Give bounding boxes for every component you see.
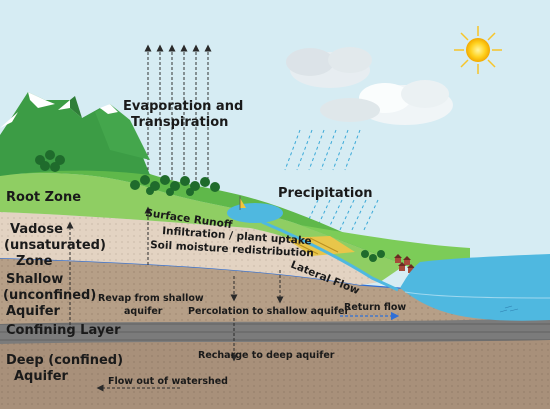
shallow-label-1: Shallow [6,272,63,287]
rain-lines [284,129,379,233]
revap-label-1: Revap from shallow [98,293,204,304]
shallow-label-3: Aquifer [6,304,61,319]
mountains [0,92,150,176]
vadose-label-2: (unsaturated) [4,238,106,253]
sea [400,254,550,321]
sailboat-icon [240,198,246,208]
evaporation-label-2: Transpiration [131,115,228,130]
confining-layer-label: Confining Layer [6,323,121,338]
precipitation-label: Precipitation [278,186,373,201]
root-zone-label: Root Zone [6,190,81,205]
pond [227,203,283,223]
floodplain [300,225,470,271]
house-icons [394,254,415,273]
evaporation-arrows [144,44,212,185]
deep-label-1: Deep (confined) [6,353,123,368]
root-zone-layer [0,173,405,282]
water-table-line [0,257,550,301]
return-flow-label: Return flow [344,302,406,313]
recharge-label: Recharge to deep aquifer [198,350,335,361]
revap-label-2: aquifer [124,306,163,317]
flow-arrows [66,206,284,392]
vadose-label-3: Zone [16,254,53,269]
sun-icon [454,26,502,74]
percolation-label: Percolation to shallow aquifer [188,306,349,317]
evaporation-label-1: Evaporation and [123,99,243,114]
cloud-icon [286,47,453,125]
tree-icons [35,150,385,262]
vadose-label-1: Vadose [10,222,63,237]
river [261,220,399,292]
deep-label-2: Aquifer [14,369,69,384]
flow-out-label: Flow out of watershed [108,376,228,387]
shallow-label-2: (unconfined) [3,288,96,303]
sea-ripples [499,305,519,313]
